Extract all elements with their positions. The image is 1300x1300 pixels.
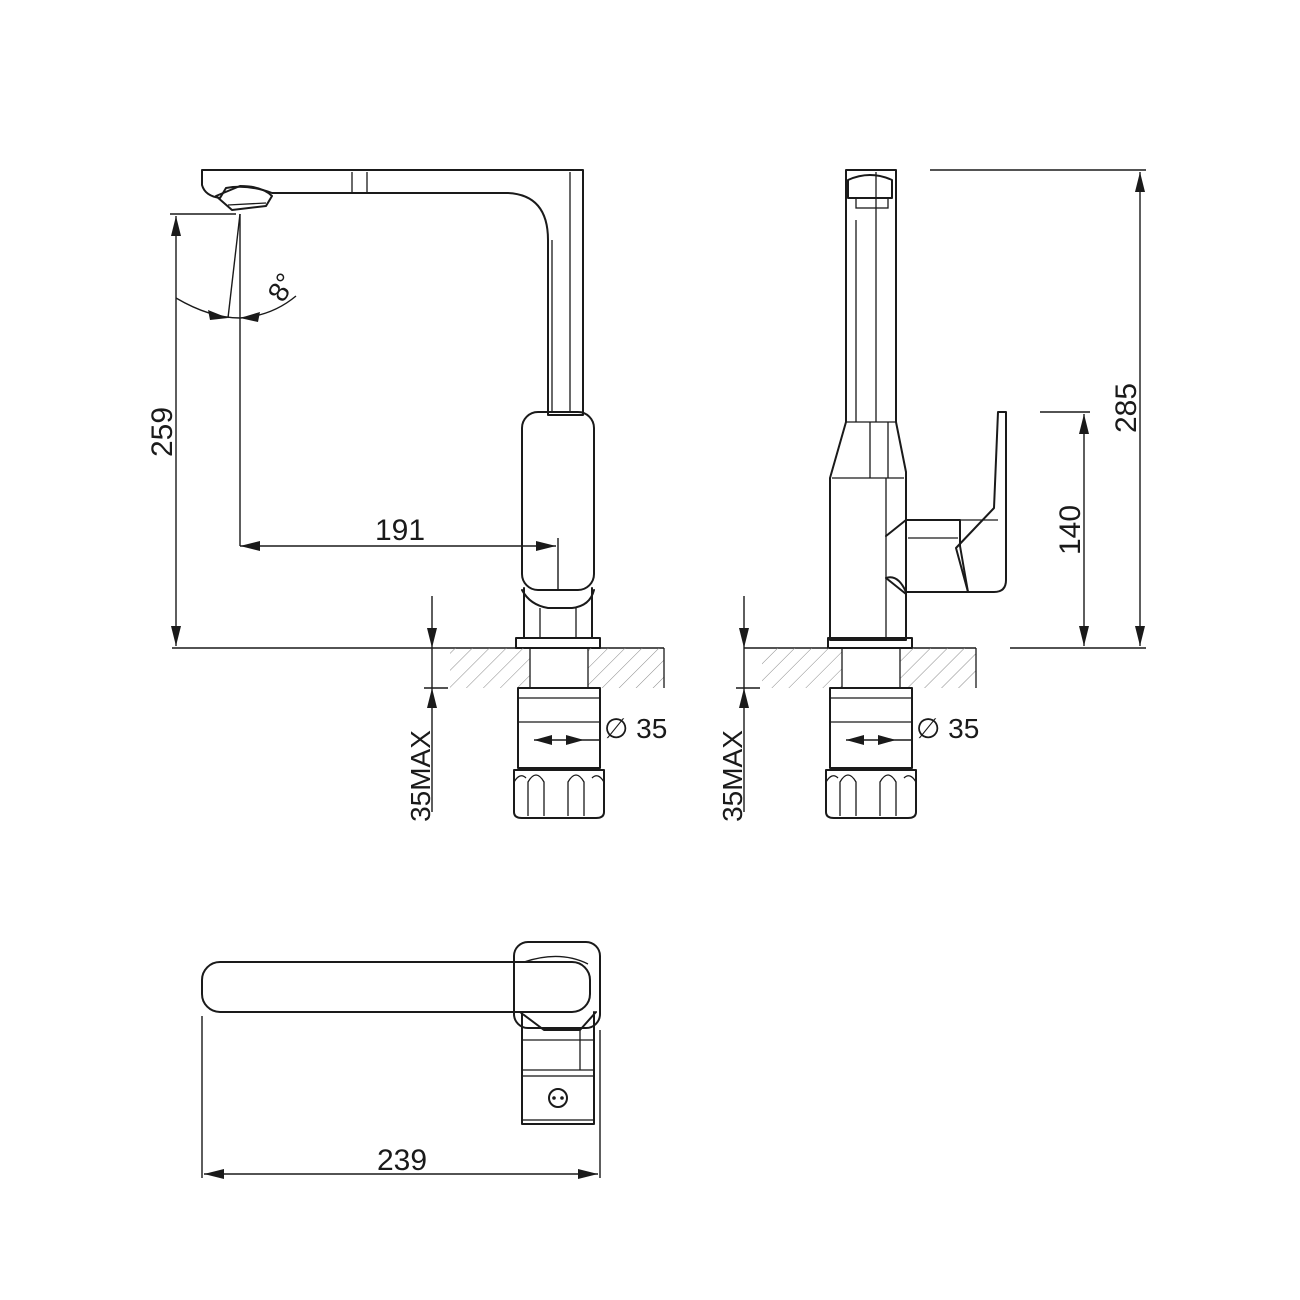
dim-191: 191 [375,514,425,547]
dim-285: 285 [1110,383,1143,433]
dim-35max-right: 35MAX [717,730,748,822]
side-view: 285 140 35MAX ∅ 35 [717,169,1146,822]
dim-259: 259 [146,407,179,457]
dim-diam-35-left: ∅ 35 [604,713,667,744]
side-deck-hatch-left [762,648,842,688]
top-body [519,1011,597,1125]
top-handle-outline [513,941,601,1029]
front-view: 259 8° 191 35MAX ∅ 35 [146,169,667,822]
side-spout [829,169,907,641]
side-deck-hatch-right [900,648,976,688]
front-aerator [215,185,273,211]
top-indicator-dot [548,1088,568,1108]
front-shank [517,687,601,769]
dim-140: 140 [1054,505,1087,555]
dim-8-degree: 8° [262,268,302,307]
side-handle-lever [955,411,1007,593]
top-view: 239 [201,941,601,1179]
dim-239: 239 [377,1144,427,1177]
side-fixing-nut [825,769,917,819]
front-fixing-nut [513,769,605,819]
side-shank [829,687,913,769]
dim-35max-left: 35MAX [405,730,436,822]
dim-diam-35-right: ∅ 35 [916,713,979,744]
top-spout [201,961,591,1013]
front-deck-hatch-left [450,648,530,688]
side-handle-cartridge [885,519,969,595]
front-deck-hatch-right [588,648,664,688]
side-aerator [847,174,893,199]
front-base-flange [515,637,601,649]
front-lower-body [521,587,595,639]
